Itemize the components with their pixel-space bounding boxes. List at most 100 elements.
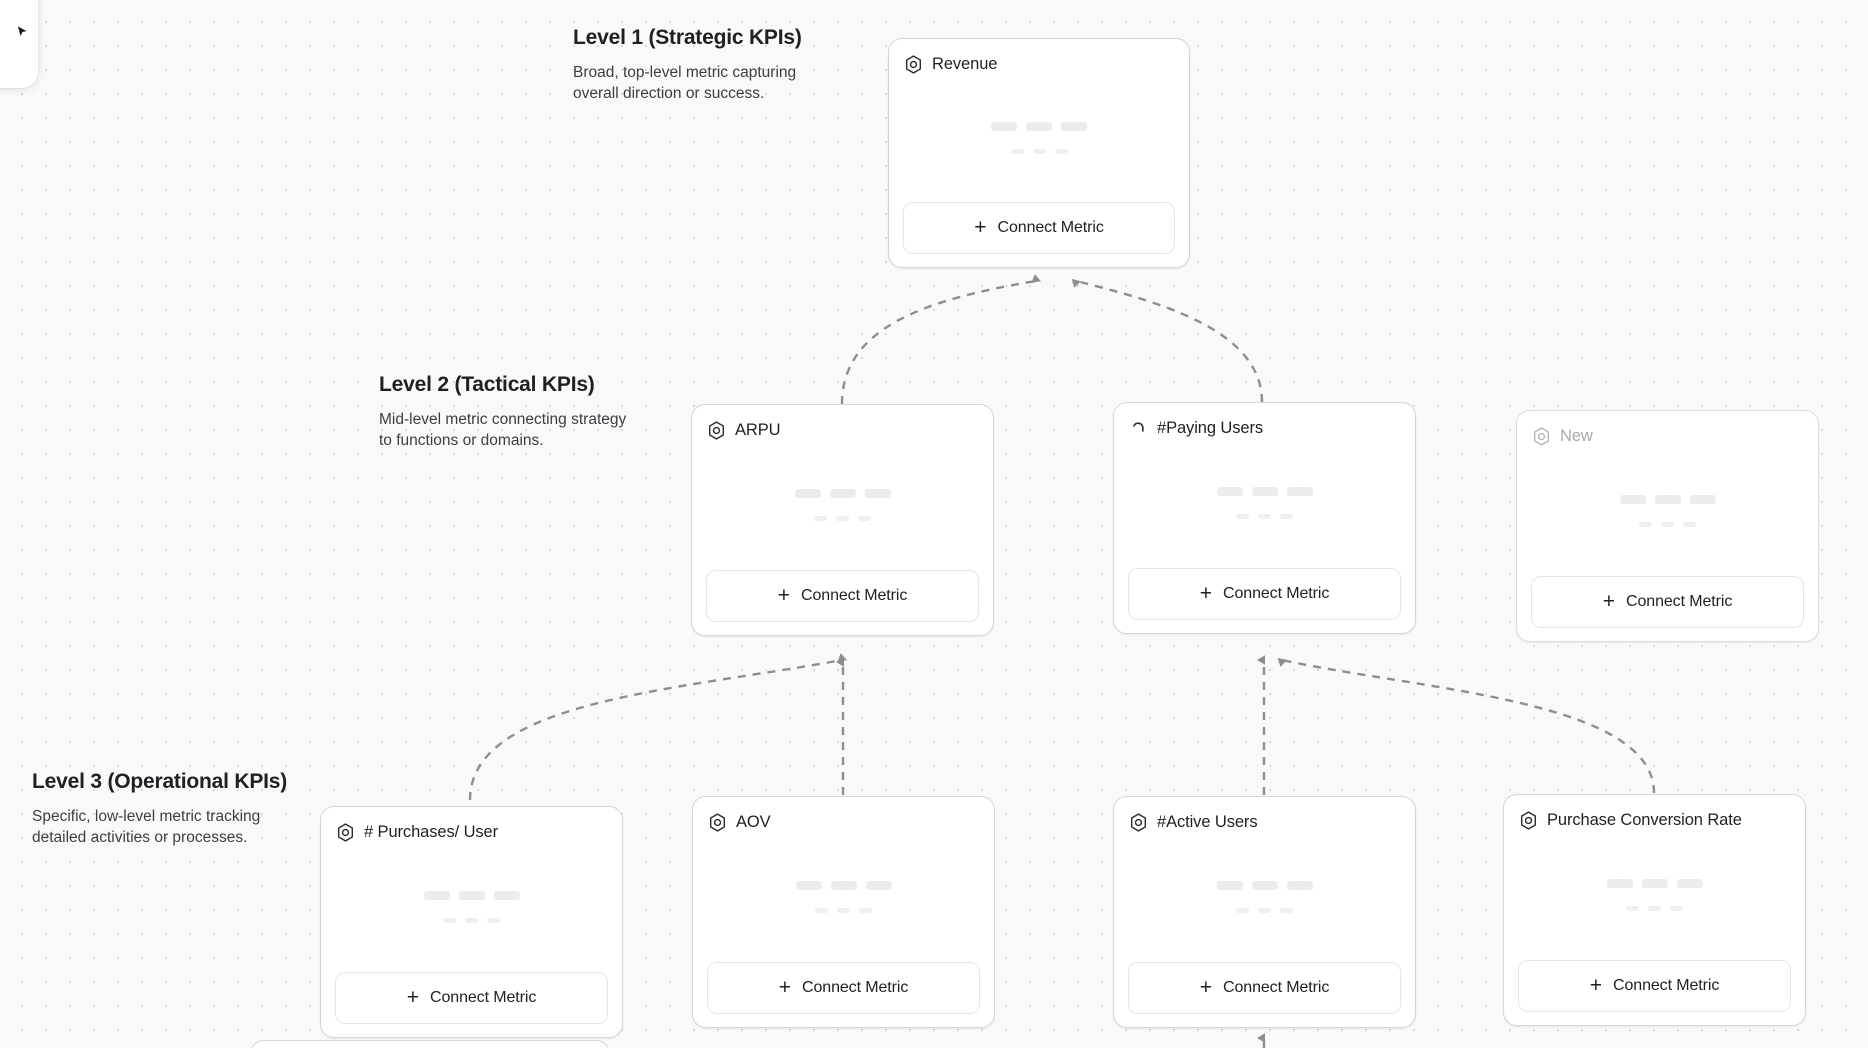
connect-metric-button[interactable]: + Connect Metric [1128,962,1401,1014]
skeleton-bar [1286,881,1313,890]
skeleton-bar [1236,514,1249,519]
card-title: New [1560,427,1593,445]
skeleton-bar [1641,879,1668,888]
skeleton-bar [1216,487,1243,496]
skeleton-bar [1670,906,1683,911]
skeleton-bar [837,908,850,913]
metric-card-arpu[interactable]: ARPU + Connect Metric [691,404,994,636]
skeleton-bar [493,891,520,900]
skeleton-bar [1654,495,1681,504]
skeleton-row-primary [1619,495,1716,504]
level-description: Specific, low-level metric tracking deta… [32,808,261,846]
plus-icon: + [1199,581,1213,605]
connect-metric-button[interactable]: + Connect Metric [706,570,979,622]
skeleton-row-secondary [815,908,872,913]
canvas-toolbar-panel[interactable] [0,0,38,88]
skeleton-bar [1626,906,1639,911]
skeleton-row-primary [795,881,892,890]
metric-card-active-users[interactable]: #Active Users + Connect Metric [1113,796,1416,1028]
connect-metric-button[interactable]: + Connect Metric [1128,568,1401,620]
skeleton-bar [423,891,450,900]
skeleton-row-primary [1606,879,1703,888]
card-header: AOV [707,811,980,832]
card-title: AOV [736,813,771,831]
skeleton-row-primary [794,489,891,498]
metric-card-purchases-per-user[interactable]: # Purchases/ User + Connect Metric [320,806,623,1038]
cursor-icon[interactable] [16,25,29,38]
skeleton-bar [1258,908,1271,913]
plus-icon: + [406,985,420,1009]
skeleton-bar [859,908,872,913]
connect-metric-button[interactable]: + Connect Metric [335,972,608,1024]
metric-card-aov[interactable]: AOV + Connect Metric [692,796,995,1028]
card-header: New [1531,425,1804,446]
card-skeleton-body [1128,438,1401,568]
card-header: #Paying Users [1128,417,1401,438]
skeleton-bar [1251,487,1278,496]
card-skeleton-body [1531,446,1804,576]
skeleton-bar [1026,122,1052,131]
skeleton-bar [1216,881,1243,890]
plus-icon: + [1199,975,1213,999]
level-title: Level 1 (Strategic KPIs) [573,26,802,49]
metric-card-offscreen-bottom[interactable] [250,1040,610,1048]
skeleton-bar [1280,908,1293,913]
skeleton-bar [1258,514,1271,519]
plus-icon: + [778,975,792,999]
skeleton-bar [1280,514,1293,519]
card-title: #Paying Users [1157,419,1263,437]
skeleton-bar [1606,879,1633,888]
card-header: Purchase Conversion Rate [1518,809,1791,830]
skeleton-bar [1061,122,1087,131]
skeleton-bar [1251,881,1278,890]
level-description: Broad, top-level metric capturing overal… [573,64,797,102]
skeleton-bar [795,881,822,890]
skeleton-row-secondary [814,516,871,521]
skeleton-bar [1286,487,1313,496]
connect-metric-button[interactable]: + Connect Metric [1531,576,1804,628]
skeleton-row-primary [1216,487,1313,496]
card-header: Revenue [903,53,1175,74]
connect-metric-button[interactable]: + Connect Metric [1518,960,1791,1012]
spinner-icon [1133,422,1144,432]
hexagon-target-icon [337,823,354,842]
level-label-3: Level 3 (Operational KPIs) Specific, low… [32,770,294,849]
connect-metric-label: Connect Metric [997,219,1104,236]
connect-metric-label: Connect Metric [430,989,537,1006]
metric-card-purchase-conversion-rate[interactable]: Purchase Conversion Rate + Connect Metri… [1503,794,1806,1026]
connect-metric-label: Connect Metric [1223,979,1330,996]
card-skeleton-body [706,440,979,570]
connect-metric-button[interactable]: + Connect Metric [707,962,980,1014]
connect-metric-label: Connect Metric [1613,977,1720,994]
skeleton-row-primary [1216,881,1313,890]
card-title: # Purchases/ User [364,823,499,841]
hexagon-target-icon [1520,811,1537,830]
skeleton-row-primary [423,891,520,900]
level-label-2: Level 2 (Tactical KPIs) Mid-level metric… [379,373,637,452]
card-header: ARPU [706,419,979,440]
metric-card-revenue[interactable]: Revenue + Connect Metric [888,38,1190,268]
card-header: #Active Users [1128,811,1401,832]
card-skeleton-body [707,832,980,962]
connect-metric-button[interactable]: + Connect Metric [903,202,1175,254]
skeleton-bar [1639,522,1652,527]
skeleton-row-secondary [1626,906,1683,911]
skeleton-bar [487,918,500,923]
metric-card-new[interactable]: New + Connect Metric [1516,410,1819,642]
hexagon-target-icon [709,813,726,832]
plus-icon: + [974,215,987,239]
card-skeleton-body [1128,832,1401,962]
skeleton-bar [829,489,856,498]
skeleton-bar [830,881,857,890]
hexagon-target-icon [708,421,725,440]
skeleton-row-secondary [1236,514,1293,519]
skeleton-bar [1032,149,1046,154]
connect-metric-label: Connect Metric [802,979,909,996]
connect-metric-label: Connect Metric [801,587,908,604]
hexagon-target-icon [905,55,922,74]
hexagon-target-icon [1130,813,1147,832]
card-title: ARPU [735,421,781,439]
skeleton-bar [1619,495,1646,504]
metric-card-paying-users[interactable]: #Paying Users + Connect Metric [1113,402,1416,634]
